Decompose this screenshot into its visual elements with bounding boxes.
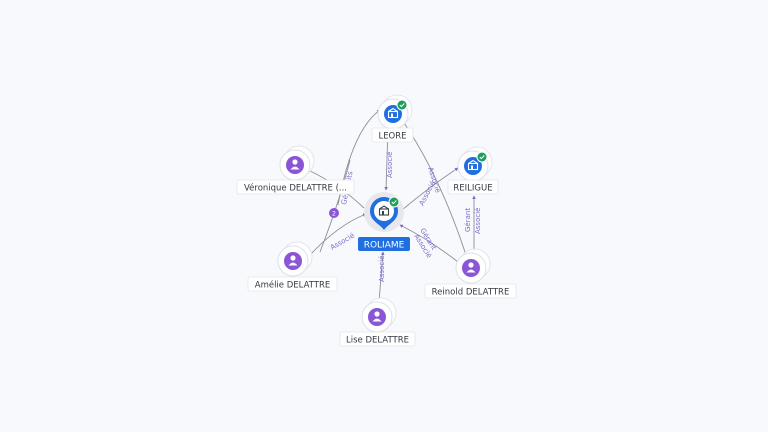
check-badge-icon (388, 196, 400, 208)
node-label-reiligue: REILIGUE (453, 184, 492, 194)
edge-label-lise-roliame: Associé (378, 256, 386, 282)
person-icon (290, 159, 300, 170)
building-icon (387, 107, 399, 119)
person-icon (288, 255, 298, 266)
node-veronique[interactable]: Véronique DELATTRE (... (236, 145, 355, 195)
edge-label-veronique-b: its (345, 170, 354, 180)
cluster-count-badge[interactable]: 2 (329, 208, 339, 218)
building-icon (467, 159, 479, 171)
node-label-amelie: Amélie DELATTRE (255, 280, 331, 291)
cluster-count-text: 2 (332, 210, 336, 218)
edge-label-reinold-reiligue-b: Associé (474, 208, 482, 234)
node-label-veronique: Véronique DELATTRE (... (244, 183, 347, 194)
node-roliame[interactable]: ROLIAME (358, 192, 410, 251)
node-amelie[interactable]: Amélie DELATTRE (247, 241, 338, 292)
edge-label-reinold-reiligue-a: Gérant (464, 208, 472, 232)
node-label-leore: LEORE (378, 132, 406, 142)
check-badge-icon (396, 99, 408, 111)
node-leore[interactable]: LEORE (371, 94, 414, 143)
person-icon (466, 262, 476, 273)
edge-amelie-leore (319, 159, 351, 253)
edge-roliame-reiligue (401, 167, 459, 211)
node-lise[interactable]: Lise DELATTRE (339, 297, 416, 347)
node-label-lise: Lise DELATTRE (346, 336, 409, 346)
check-badge-icon (476, 151, 488, 163)
node-reiligue[interactable]: REILIGUE (447, 146, 499, 195)
building-icon (378, 205, 390, 216)
node-label-roliame: ROLIAME (364, 241, 405, 251)
edge-label-leore-roliame: Associé (386, 152, 394, 178)
edge-label-amelie-roliame: Associé (329, 232, 356, 252)
node-label-reinold: Reinold DELATTRE (432, 288, 510, 298)
node-reinold[interactable]: Reinold DELATTRE (424, 248, 517, 299)
edge-reinold-roliame (399, 224, 459, 263)
person-icon (372, 311, 382, 322)
edge-label-veronique-a: Gér... (340, 186, 351, 206)
edge-lise-roliame (378, 251, 385, 303)
edge-amelie-roliame (309, 213, 367, 256)
